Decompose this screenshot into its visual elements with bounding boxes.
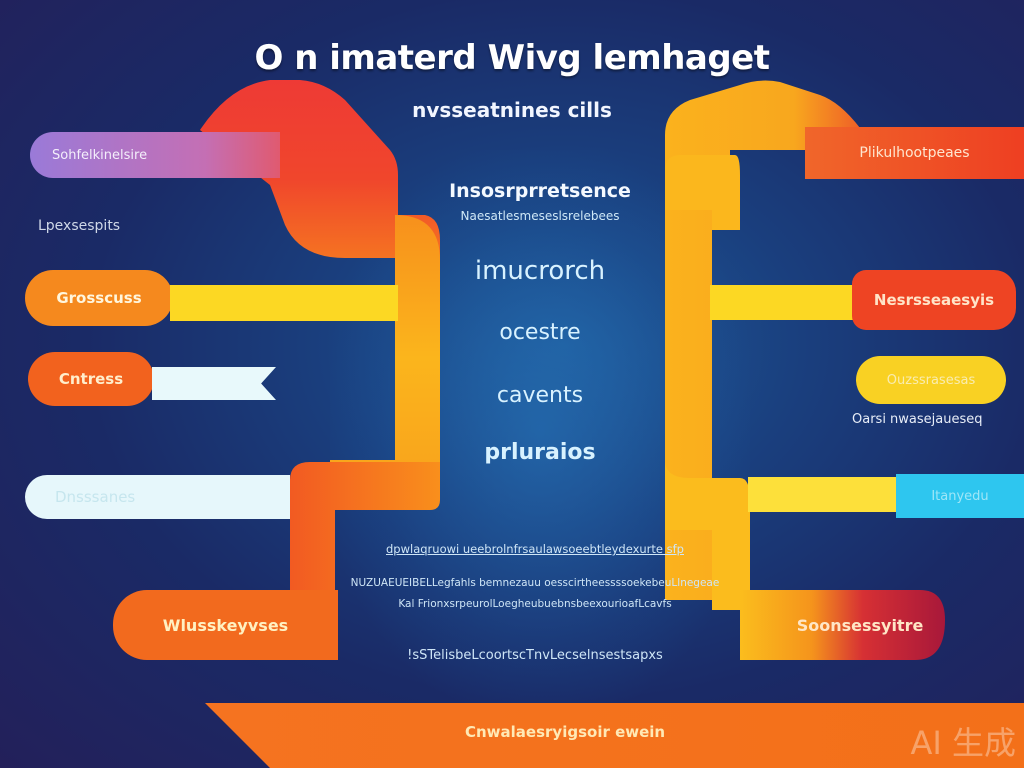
left-node-6-label: Wlusskeyvses — [162, 615, 289, 635]
right-label-4: Oarsi nwasejaueseq — [852, 412, 983, 427]
right-connector-5 — [748, 477, 900, 512]
center-paragraph-line-3: Kal FrionxsrpeurolLoegheubuebnsbeexourio… — [398, 598, 672, 610]
center-paragraph-line-1: dpwlaqruowi ueebrolnfrsaulawsoeebtleydex… — [386, 542, 684, 556]
right-node-3[interactable]: Ouzssrasesas — [856, 356, 1006, 404]
center-paragraph-line-2: NUZUAEUEIBELLegfahls bemnezauu oesscirth… — [350, 577, 720, 589]
footer-banner-text: Cnwalaesryigsoir ewein — [465, 723, 666, 741]
left-connector-3 — [170, 285, 398, 321]
page-title: O n imaterd Wivg lemhaget — [254, 38, 771, 78]
page-subtitle: nvsseatnines cills — [412, 98, 612, 122]
left-node-4-label: Cntress — [58, 370, 124, 388]
left-node-1-label: Sohfelkinelsire — [52, 147, 148, 163]
right-node-6[interactable]: Soonsessyitre — [780, 600, 940, 650]
center-heading: Insosrprretsence — [449, 180, 631, 202]
left-node-4[interactable]: Cntress — [28, 352, 154, 406]
right-node-3-label: Ouzssrasesas — [886, 372, 976, 388]
right-node-5-label: Itanyedu — [931, 488, 989, 504]
right-node-6-label: Soonsessyitre — [796, 615, 924, 635]
center-word-2: ocestre — [499, 320, 581, 345]
right-node-1[interactable]: Plikulhootpeaes — [805, 127, 1024, 179]
left-node-5-label: Dnsssanes — [55, 488, 136, 506]
right-node-2-label: Nesrsseaesyis — [873, 291, 995, 309]
center-paragraph-line-4: !sSTelisbeLcoortscTnvLecselnsestsapxs — [407, 648, 663, 663]
left-node-6[interactable]: Wlusskeyvses — [113, 590, 338, 660]
left-node-3-label: Grosscuss — [56, 289, 142, 307]
ai-generated-watermark: AI 生成 — [910, 724, 1016, 762]
left-node-5[interactable]: Dnsssanes — [25, 475, 290, 519]
center-word-1: imucrorch — [474, 256, 606, 286]
left-node-1[interactable]: Sohfelkinelsire — [30, 132, 280, 178]
center-word-4: prluraios — [484, 440, 596, 465]
center-subheading: Naesatlesmeseslsrelebees — [460, 209, 620, 223]
left-node-3[interactable]: Grosscuss — [25, 270, 173, 326]
right-connector-2 — [710, 285, 856, 320]
left-connector-4 — [152, 367, 276, 400]
right-node-5[interactable]: Itanyedu — [896, 474, 1024, 518]
right-node-2[interactable]: Nesrsseaesyis — [852, 270, 1016, 330]
left-label-2: Lpexsespits — [38, 218, 121, 234]
right-node-1-label: Plikulhootpeaes — [859, 145, 970, 161]
center-word-3: cavents — [496, 383, 584, 408]
